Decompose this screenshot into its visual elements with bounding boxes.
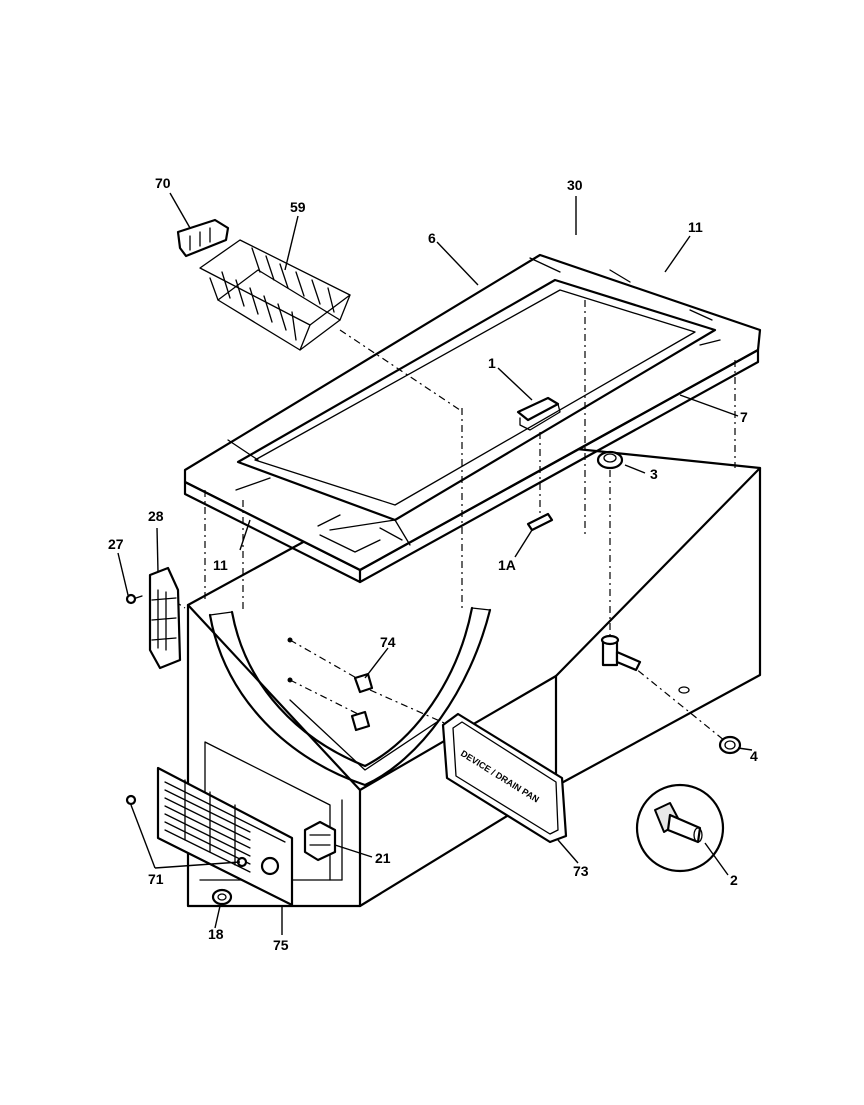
- cabinet-body: [186, 438, 762, 908]
- part-21-control-switch: [303, 820, 337, 862]
- lid-frame: [183, 253, 762, 584]
- label-27: 27: [108, 536, 124, 552]
- part-28-hinge: [148, 566, 182, 670]
- label-4: 4: [750, 748, 758, 764]
- label-30: 30: [567, 177, 583, 193]
- part-2-drain-fitting-detail: [635, 783, 725, 873]
- part-3-drain-plug: [596, 450, 624, 470]
- label-74: 74: [380, 634, 396, 650]
- part-59-wire-basket: [199, 239, 351, 351]
- label-18: 18: [208, 926, 224, 942]
- leader-lines: [117, 192, 753, 935]
- label-11-bottom: 11: [213, 557, 228, 573]
- label-3: 3: [650, 466, 658, 482]
- label-6: 6: [428, 230, 436, 246]
- label-28: 28: [148, 508, 164, 524]
- drain-tube: [600, 634, 690, 694]
- part-4-drain-cap: [718, 735, 742, 755]
- label-7: 7: [740, 409, 748, 425]
- label-71: 71: [148, 871, 164, 887]
- part-18-grommet: [211, 888, 233, 906]
- label-1: 1: [488, 355, 496, 371]
- label-11-top: 11: [688, 219, 703, 235]
- part-27-screw: [125, 593, 143, 605]
- label-73: 73: [573, 863, 589, 879]
- part-number-labels: 70 59 6 30 11 1 7 3 1A 11 28 27 74 4 2 7…: [108, 175, 758, 953]
- part-70-basket-clip: [176, 218, 230, 258]
- label-59: 59: [290, 199, 306, 215]
- assembly-centerlines: [169, 300, 736, 746]
- label-21: 21: [375, 850, 391, 866]
- label-2: 2: [730, 872, 738, 888]
- part-74-brackets: [287, 637, 374, 732]
- part-75-louver-grille: [156, 766, 294, 907]
- part-73-drain-pan-plate: DEVICE / DRAIN PAN: [441, 712, 568, 844]
- label-70: 70: [155, 175, 171, 191]
- label-75: 75: [273, 937, 289, 953]
- part-1A-latch: [526, 512, 554, 532]
- label-1A: 1A: [498, 557, 516, 573]
